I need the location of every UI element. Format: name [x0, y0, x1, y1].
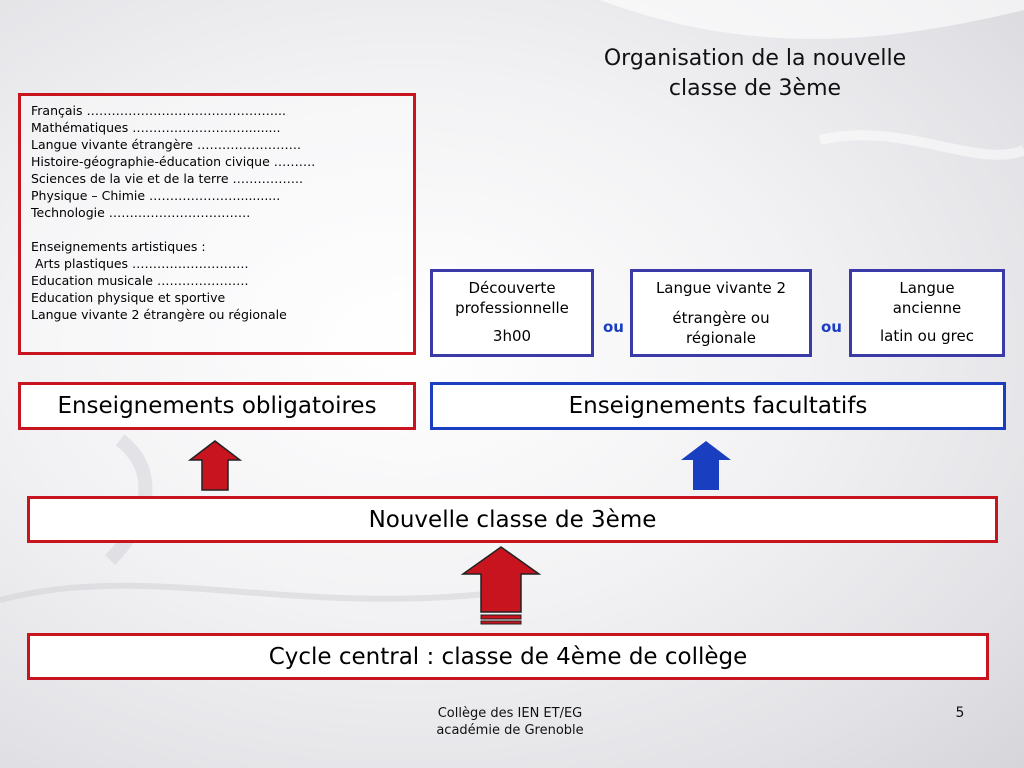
band-enseignements-facultatifs: Enseignements facultatifs	[430, 382, 1006, 430]
slide-title-line2: classe de 3ème	[668, 76, 842, 101]
option-decouverte-professionnelle: Découverte professionnelle 3h00	[430, 269, 594, 357]
option-langue-ancienne: Langue ancienne latin ou grec	[849, 269, 1005, 357]
option-label: Langue	[899, 279, 955, 297]
option-label: Langue vivante 2	[655, 279, 787, 297]
mandatory-subjects-box: Français ………………………………………... Mathématique…	[18, 93, 416, 355]
page-number: 5	[955, 705, 965, 721]
red-up-arrow-icon	[188, 440, 242, 491]
subject-item: Langue vivante étrangère …………………….	[31, 137, 301, 152]
subject-item: Arts plastiques ……………………….	[31, 256, 249, 271]
option-label: Découverte	[468, 279, 556, 297]
band-cycle-central: Cycle central : classe de 4ème de collèg…	[27, 633, 989, 680]
slide-title-line1: Organisation de la nouvelle	[603, 46, 907, 71]
footer-line1: Collège des IEN ET/EG	[437, 706, 583, 721]
slide-title: Organisation de la nouvelle classe de 3è…	[560, 44, 950, 104]
subject-item: Mathématiques ……………………….........	[31, 120, 281, 135]
band-nouvelle-classe: Nouvelle classe de 3ème	[27, 496, 998, 543]
footer: Collège des IEN ET/EG académie de Grenob…	[400, 705, 620, 739]
option-detail: étrangère ou	[672, 309, 770, 327]
option-label: professionnelle	[455, 299, 569, 317]
option-detail: latin ou grec	[880, 327, 974, 345]
band-enseignements-obligatoires: Enseignements obligatoires	[18, 382, 416, 430]
subject-item: Sciences de la vie et de la terre …………….…	[31, 171, 303, 186]
subject-item: Histoire-géographie-éducation civique ………	[31, 154, 316, 169]
subject-item: Technologie …………………………….	[31, 205, 251, 220]
red-striped-up-arrow-icon	[461, 546, 541, 625]
band-label: Cycle central : classe de 4ème de collèg…	[268, 643, 748, 670]
subject-item: Français ………………………………………...	[31, 103, 286, 118]
ou-connector: ou	[821, 318, 842, 336]
arts-heading: Enseignements artistiques :	[31, 239, 206, 254]
subject-item: Langue vivante 2 étrangère ou régionale	[31, 307, 287, 322]
band-label: Enseignements facultatifs	[568, 393, 868, 419]
ou-connector: ou	[603, 318, 624, 336]
footer-line2: académie de Grenoble	[436, 723, 584, 738]
option-langue-vivante-2: Langue vivante 2 étrangère ou régionale	[630, 269, 812, 357]
option-detail: régionale	[685, 329, 757, 347]
option-detail: 3h00	[492, 327, 532, 345]
band-label: Enseignements obligatoires	[57, 393, 377, 419]
subject-item: Education physique et sportive	[31, 290, 226, 305]
option-label: ancienne	[892, 299, 962, 317]
blue-up-arrow-icon	[681, 441, 731, 490]
subject-item: Education musicale ………………….	[31, 273, 249, 288]
subject-item: Physique – Chimie …………………...........	[31, 188, 281, 203]
band-label: Nouvelle classe de 3ème	[368, 506, 657, 533]
